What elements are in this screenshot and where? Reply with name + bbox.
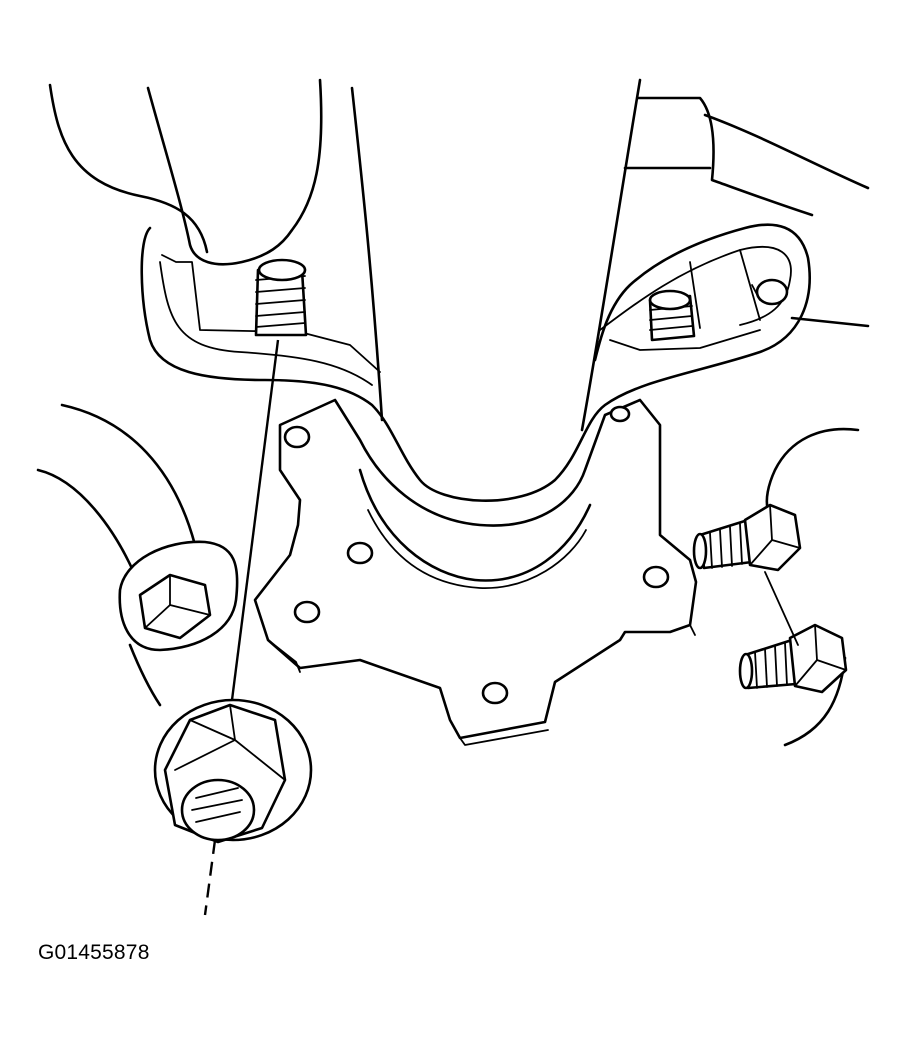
flange-nut [153,698,313,844]
mounting-bracket [140,223,811,502]
retaining-plate [253,398,698,746]
housing-right [580,78,870,432]
flange-bolt-lower [738,623,848,694]
bracket-stud-right [648,289,696,342]
bracket-stud-left [254,258,308,337]
bushing-right [765,427,860,747]
bolt-guide-line [764,571,799,646]
figure-id-label: G01455878 [38,941,150,964]
installation-guide-line [203,339,280,916]
flange-bolt-upper [692,503,802,572]
control-arm-left [36,403,239,707]
frame-rail-left [48,78,384,422]
